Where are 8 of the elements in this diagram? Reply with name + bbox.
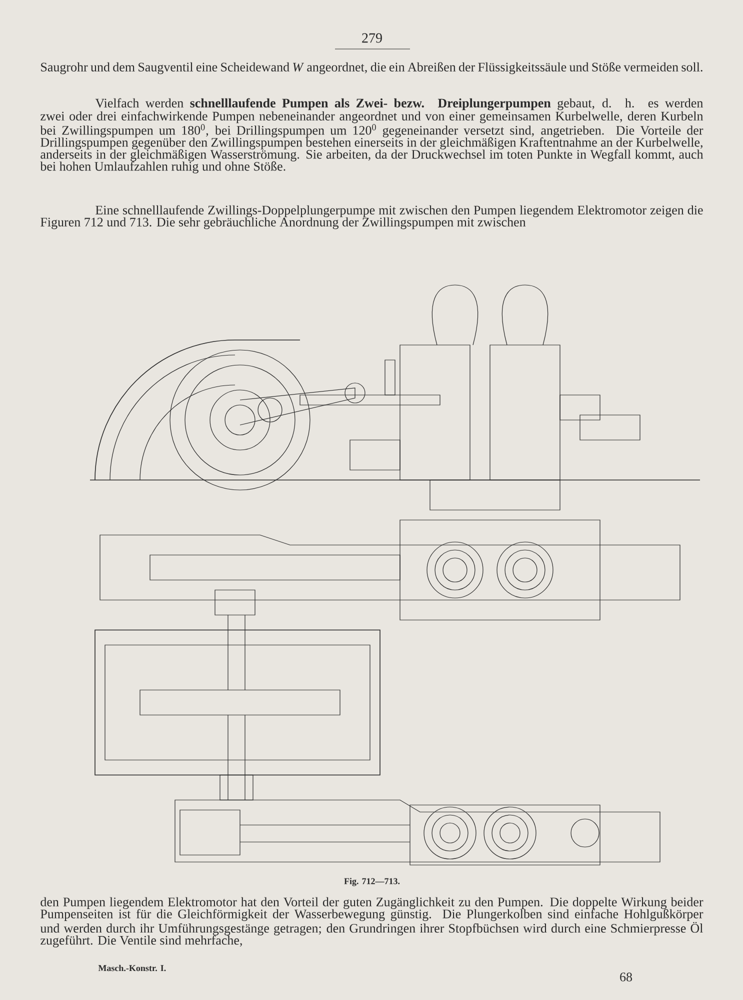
signature-number: 68	[620, 972, 632, 982]
figure-caption: Fig. 712—713.	[344, 878, 400, 886]
paragraph: Saugrohr und dem Saugventil eine Scheidewand W angeordnet, die ein Abreißen der Flüssigkeitssäule und Stöße vermeiden soll.	[41, 62, 702, 74]
paragraph: Eine schnelllaufende Zwillings-Doppelplungerpumpe mit zwischen den Pumpen liegendem Elektromotor zeigen die Figuren 712 und 713. Die sehr gebräuchliche Anordnung der Zwillingspumpen mit zwischen	[40, 205, 703, 230]
footer-text: Masch.-Konstr. I.	[98, 964, 166, 972]
page-number: 279	[362, 33, 382, 43]
paragraph: den Pumpen liegendem Elektromotor hat den Vorteil der guten Zugänglichkeit zu den Pumpen. Die doppelte Wirkung beider Pumpenseiten ist für die Gleichförmigkeit der Wasserbewegung günstig. Die Plungerkolben sind einfache Hohlgußkörper und werden durch ihr Umführungsgestänge getragen; den Grundringen ihrer Stopfbüchsen wird durch eine Schmierpresse Öl zugeführt. Die Ventile sind mehrfache,	[40, 897, 704, 948]
paragraph: Vielfach werden schnelllaufende Pumpen als Zwei- bezw. Dreiplungerpumpen gebaut, d. h. es werden zwei oder drei einfachwirkende Pumpen nebeneinander angeordnet und von einer gemeinsamen Kurbelwelle, deren Kurbeln bei Zwillingspumpen um 180$^{0}$, bei Drillingspumpen um 120$^{0}$ gegeneinander versetzt sind, angetrieben. Die Vorteile der Drillingspumpen gegenüber den Zwillingspumpen bestehen einerseits in der gleichmäßigen Kraftentnahme an der Kurbelwelle, anderseits in der gleichmäßigen Wasserströmung. Sie arbeiten, da der Druckwechsel im toten Punkte in Wegfall kommt, auch bei hohen Umlaufzahlen ruhig und ohne Stöße.	[40, 98, 704, 174]
